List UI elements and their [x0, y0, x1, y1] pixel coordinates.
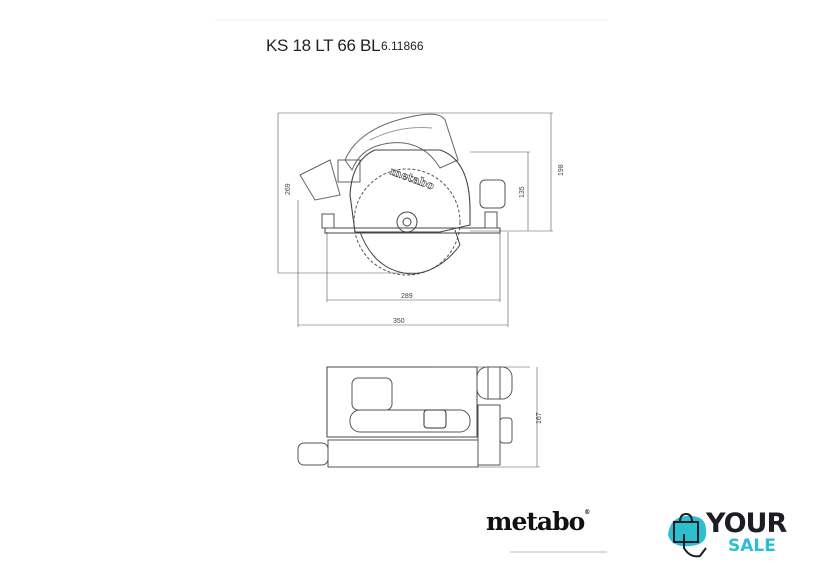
article-number: 6.11866: [381, 39, 424, 53]
dim-167: 167: [536, 412, 543, 424]
dim-135: 135: [519, 186, 526, 198]
side-view: metabo: [277, 112, 553, 327]
dim-269: 269: [285, 183, 292, 195]
dim-289: 289: [401, 293, 413, 300]
metabo-logo: metabo®: [486, 507, 590, 536]
saw-blade: [353, 168, 461, 276]
housing-logo: metabo: [388, 165, 436, 193]
dim-350: 350: [393, 318, 405, 325]
shopping-bag-hand-icon: [668, 512, 707, 558]
yoursale-logo: YOUR SALE: [666, 508, 806, 560]
metabo-logo-text: metabo: [486, 507, 585, 536]
model-title: KS 18 LT 66 BL: [266, 36, 381, 55]
yoursale-logo-line2: SALE: [728, 536, 776, 556]
blade-arbor: [396, 211, 418, 233]
yoursale-logo-line1: YOUR: [706, 508, 787, 539]
top-view: [297, 366, 540, 468]
dim-198: 198: [558, 164, 565, 176]
